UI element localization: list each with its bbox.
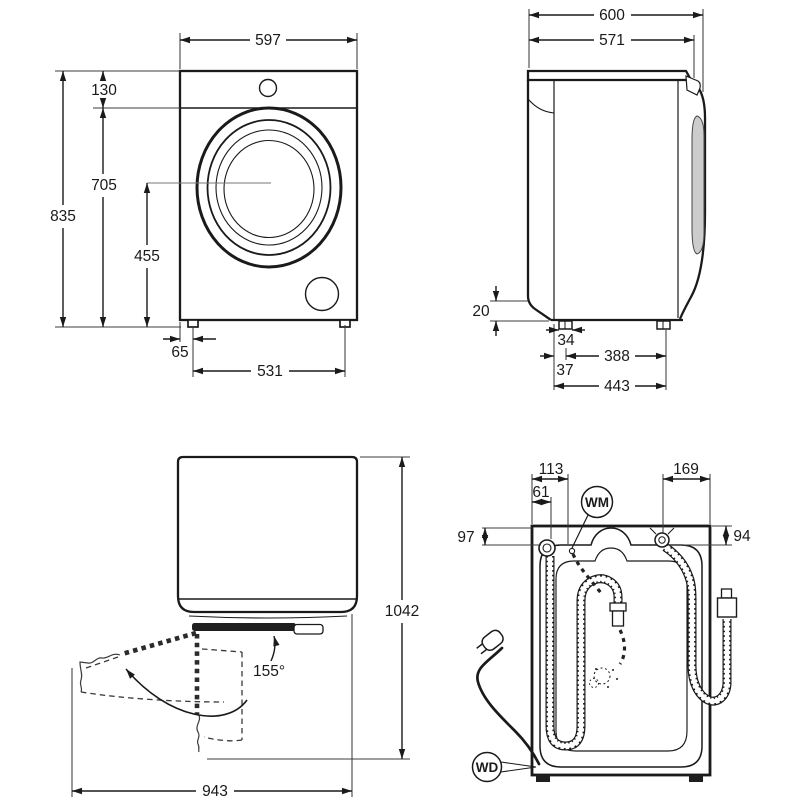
side-front-outline <box>526 80 552 321</box>
door-seal-strip <box>691 115 705 255</box>
side-dimensions: 600 571 20 34 388 37 443 <box>472 7 704 395</box>
dim-front-body-height: 705 <box>91 177 117 194</box>
side-view: 600 571 20 34 388 37 443 <box>472 7 707 395</box>
door-swing-arc-arrow <box>125 668 248 717</box>
dim-rear-right-port-depth: 94 <box>733 528 751 545</box>
front-left-foot <box>187 319 199 328</box>
wd-label: WD <box>476 760 499 775</box>
dim-side-plinth-height: 20 <box>472 303 490 320</box>
closed-door-edge <box>192 623 296 631</box>
inlet-hose-fitting <box>716 597 738 618</box>
dim-side-foot-width: 34 <box>557 332 575 349</box>
dim-rear-drain-offset: 113 <box>539 461 564 478</box>
lid-hinge-tab <box>685 75 701 96</box>
dim-front-panel-height: 130 <box>91 82 117 99</box>
wd-badge: WD <box>471 751 537 783</box>
dim-front-feet-distance: 531 <box>257 363 283 380</box>
wm-drain-path-dashed <box>568 547 627 688</box>
dim-top-depth-door-open: 1042 <box>385 603 419 620</box>
filter-door <box>304 276 340 312</box>
rear-connectors <box>538 527 675 557</box>
drain-hose-clamp <box>609 602 627 612</box>
dim-side-base-depth: 443 <box>604 378 630 395</box>
dim-front-total-height: 835 <box>50 208 76 225</box>
top-view: 155° 1042 943 <box>71 455 419 800</box>
top-lid <box>526 69 693 82</box>
water-splash-scribble <box>589 667 618 688</box>
dim-side-feet-distance: 388 <box>604 348 630 365</box>
dim-side-total-depth: 600 <box>599 7 625 24</box>
wm-badge: WM <box>571 485 614 549</box>
dim-rear-left-port-depth: 97 <box>457 529 474 546</box>
front-view: 597 130 705 835 455 65 531 <box>50 32 359 380</box>
door-handle <box>293 623 324 635</box>
open-door-dashed <box>79 630 248 753</box>
dim-top-door-angle: 155° <box>253 663 285 680</box>
door-porthole <box>195 106 343 269</box>
rear-left-foot <box>536 775 550 782</box>
water-inlet-valve <box>654 532 670 548</box>
dim-rear-inlet-offset: 169 <box>673 461 699 478</box>
rear-view: WM WD 113 61 169 97 <box>457 461 751 783</box>
front-machine-drawing <box>147 69 359 328</box>
drain-hose <box>545 556 627 751</box>
top-dimensions: 155° 1042 943 <box>71 456 419 800</box>
rear-right-foot <box>689 775 703 782</box>
inlet-hose-tab <box>720 588 733 599</box>
dim-front-door-center-height: 455 <box>134 248 160 265</box>
wm-label: WM <box>585 495 609 510</box>
front-dimensions: 597 130 705 835 455 65 531 <box>50 32 358 380</box>
rear-recess-inner <box>555 547 688 752</box>
drain-outlet-port <box>538 539 556 557</box>
rear-dimensions: 113 61 169 97 94 <box>457 461 751 546</box>
top-machine-drawing <box>176 455 359 635</box>
hose-clip-point <box>568 547 576 555</box>
top-body-outline <box>176 455 359 614</box>
dim-side-lid-depth: 571 <box>599 32 625 49</box>
program-knob <box>258 78 278 98</box>
power-plug-icon <box>476 629 504 655</box>
dim-front-width: 597 <box>255 32 281 49</box>
dim-top-width-door-open: 943 <box>202 783 228 800</box>
power-cord <box>476 629 541 766</box>
rear-door-bulge <box>678 76 707 320</box>
dim-side-foot-setback: 37 <box>556 362 573 379</box>
dim-front-foot-inset: 65 <box>171 344 188 361</box>
door-edge-position-155 <box>121 630 197 657</box>
inlet-hose <box>662 543 738 706</box>
drain-hose-end <box>611 610 625 627</box>
dim-rear-cord-offset: 61 <box>532 484 549 501</box>
side-machine-drawing <box>526 69 707 330</box>
